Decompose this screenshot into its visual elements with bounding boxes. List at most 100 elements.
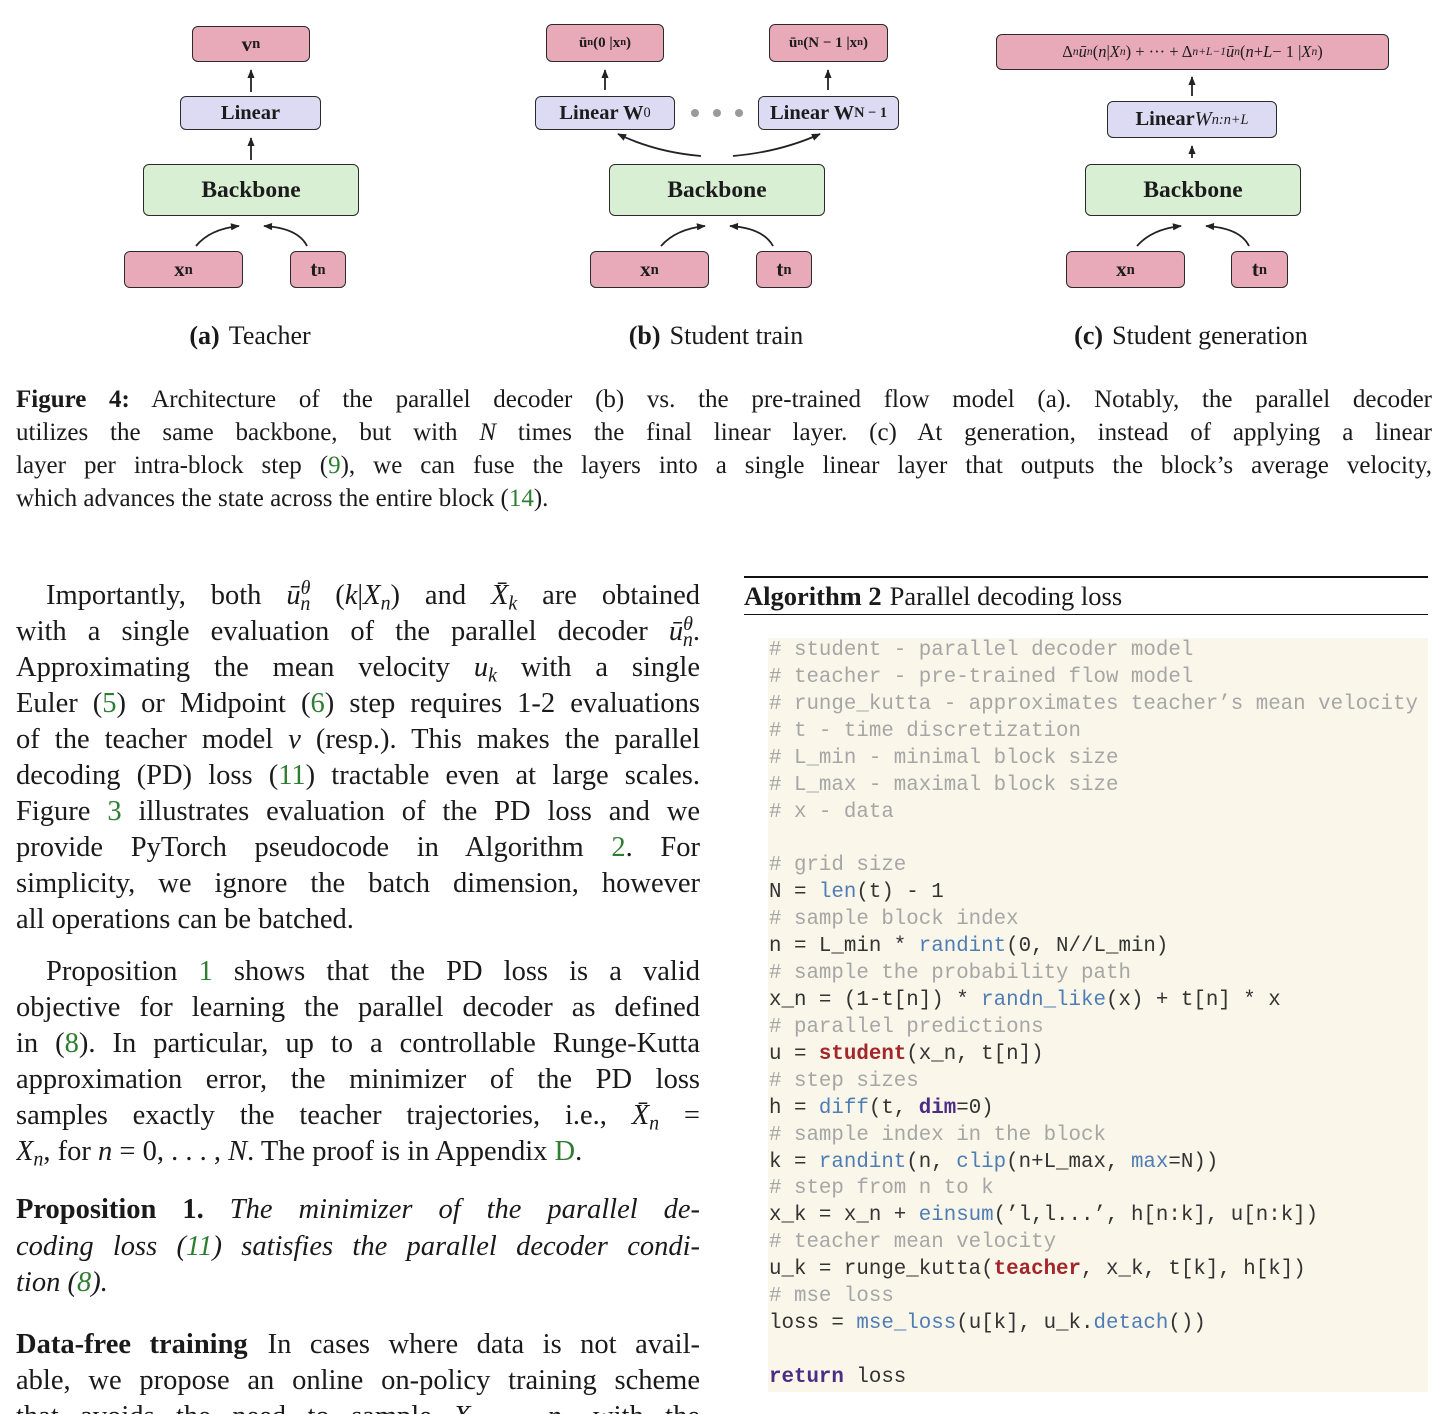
text-run: # sample the probability path bbox=[769, 962, 1131, 986]
text-run: + bbox=[1253, 42, 1264, 61]
text-run: k bbox=[488, 664, 498, 687]
caption-line: Figure 4: Architecture of the parallel d… bbox=[16, 383, 1432, 416]
text-run: n bbox=[1098, 42, 1107, 61]
arrow bbox=[1205, 222, 1250, 247]
cross-reference-link[interactable]: 14 bbox=[508, 485, 534, 512]
text-run: X bbox=[453, 1401, 470, 1414]
cross-reference-link[interactable]: 6 bbox=[310, 688, 325, 719]
cross-reference-link[interactable]: 11 bbox=[278, 760, 306, 791]
text-line: that avoids the need to sample Xn ∼ pn w… bbox=[16, 1399, 700, 1414]
text-run: ( bbox=[1240, 42, 1246, 61]
text-run: (n, bbox=[906, 1150, 957, 1174]
text-run: h = bbox=[769, 1096, 819, 1120]
text-line: of the teacher model v (resp.). This mak… bbox=[16, 722, 700, 758]
text-run: | bbox=[357, 580, 364, 611]
text-run: t bbox=[310, 257, 318, 281]
subcaption-label: (c) bbox=[1074, 321, 1104, 350]
code-line: # teacher mean velocity bbox=[769, 1230, 1428, 1257]
proposition-1: Proposition 1. The minimizer of the para… bbox=[16, 1192, 700, 1302]
text-run: k = bbox=[769, 1150, 819, 1174]
subcaption-a: (a)Teacher bbox=[100, 318, 400, 354]
text-run: x bbox=[1116, 257, 1127, 281]
text-run: X̄ bbox=[631, 1100, 650, 1131]
text-line: Approximating the mean velocity uk with … bbox=[16, 650, 700, 686]
subcaption-label: (b) bbox=[628, 321, 661, 350]
arrow bbox=[1136, 223, 1182, 247]
text-run: (n+L_max, bbox=[1006, 1150, 1131, 1174]
cross-reference-link[interactable]: 11 bbox=[186, 1230, 213, 1262]
text-run: Δ bbox=[1062, 42, 1073, 61]
paragraph: Proposition 1 shows that the PD loss is … bbox=[16, 954, 700, 1170]
caption-line: which advances the state across the enti… bbox=[16, 482, 1432, 515]
text-run: # step sizes bbox=[769, 1069, 919, 1093]
text-run: # mse loss bbox=[769, 1285, 894, 1309]
code-line: k = randint(n, clip(n+L_max, max=N)) bbox=[769, 1150, 1428, 1177]
text-run: ) satisfies the parallel decoder condi- bbox=[212, 1230, 700, 1262]
text-run: = 0, . . . , bbox=[112, 1136, 229, 1167]
cross-reference-link[interactable]: 8 bbox=[64, 1028, 79, 1059]
cross-reference-link[interactable]: 8 bbox=[76, 1267, 92, 1298]
text-run: ), we can fuse the layers into a single … bbox=[340, 452, 1432, 479]
text-run: detach bbox=[1093, 1312, 1169, 1336]
text-run: illustrates evaluation of the PD loss an… bbox=[121, 796, 700, 827]
text-run: loss = bbox=[769, 1312, 857, 1336]
text-run: k bbox=[508, 592, 518, 615]
text-run: x bbox=[849, 34, 858, 51]
paragraph: Importantly, both ūθn (k|Xn) and X̄k are… bbox=[16, 578, 700, 938]
cross-reference-link[interactable]: 3 bbox=[107, 796, 122, 827]
text-run: randn_like bbox=[981, 988, 1106, 1012]
text-run: ū bbox=[578, 34, 588, 51]
text-run: ). bbox=[533, 485, 549, 512]
text-line: Proposition 1. The minimizer of the para… bbox=[16, 1192, 700, 1229]
code-line: # t - time discretization bbox=[769, 719, 1428, 746]
cross-reference-link[interactable]: D bbox=[554, 1136, 576, 1167]
cross-reference-link[interactable]: 2 bbox=[611, 832, 626, 863]
code-line: # L_max - maximal block size bbox=[769, 773, 1428, 800]
algorithm-title: Parallel decoding loss bbox=[889, 581, 1123, 611]
text-run: times the final linear layer. (c) At gen… bbox=[496, 419, 1433, 446]
text-run: able, we propose an online on-policy tra… bbox=[16, 1365, 700, 1396]
cross-reference-link[interactable]: 9 bbox=[328, 452, 341, 479]
code-line: # step from n to k bbox=[769, 1176, 1428, 1203]
text-run: u = bbox=[769, 1042, 819, 1066]
text-run: # student - parallel decoder model bbox=[769, 639, 1194, 662]
text-run bbox=[204, 1194, 230, 1225]
text-run: v bbox=[288, 724, 301, 755]
text-run: N bbox=[479, 419, 497, 446]
text-run: student bbox=[818, 1042, 907, 1066]
text-run: # L_min - minimal block size bbox=[769, 746, 1119, 770]
text-run: ) step requires 1-2 evaluations bbox=[324, 688, 700, 719]
cross-reference-link[interactable]: 5 bbox=[102, 688, 117, 719]
text-run: Architecture of the parallel decoder (b)… bbox=[129, 386, 1432, 413]
text-run: N = bbox=[769, 881, 819, 905]
code-line: n = L_min * randint(0, N//L_min) bbox=[769, 934, 1428, 961]
text-run: Proposition bbox=[46, 956, 199, 987]
text-run: of the teacher model bbox=[16, 724, 289, 755]
text-line: able, we propose an online on-policy tra… bbox=[16, 1363, 700, 1399]
text-run: ū bbox=[668, 616, 684, 647]
text-run: einsum bbox=[918, 1204, 994, 1228]
diagram-arrows bbox=[195, 69, 1250, 247]
text-run: In cases where data is not avail- bbox=[267, 1329, 700, 1360]
text-run: that avoids the need to sample bbox=[16, 1401, 453, 1414]
text-run: n bbox=[682, 628, 693, 651]
text-run: x bbox=[174, 257, 185, 281]
cross-reference-link[interactable]: 1 bbox=[198, 956, 213, 987]
ellipsis-dot bbox=[713, 109, 721, 117]
text-line: provide PyTorch pseudocode in Algorithm … bbox=[16, 830, 700, 866]
code-line: # sample index in the block bbox=[769, 1123, 1428, 1150]
text-run: simplicity, we ignore the batch dimensio… bbox=[16, 868, 700, 899]
teacher-backbone-box: Backbone bbox=[143, 164, 359, 216]
ellipsis-dot bbox=[735, 109, 743, 117]
text-run: diff bbox=[818, 1096, 869, 1120]
text-run: Euler ( bbox=[16, 688, 103, 719]
text-run: (N − 1 | bbox=[803, 34, 850, 51]
code-line: # mse loss bbox=[769, 1284, 1428, 1311]
subcaption-title: Student train bbox=[669, 321, 804, 350]
